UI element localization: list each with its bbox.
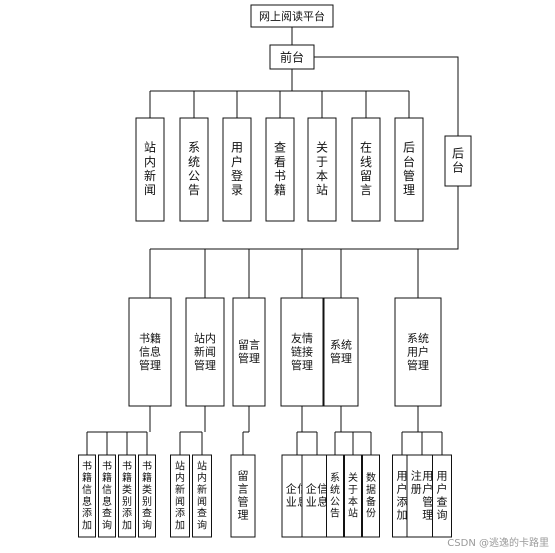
front-item-6-box	[394, 117, 424, 222]
leaf-4-2-box	[362, 454, 380, 538]
leaf-4-0-box	[326, 454, 344, 538]
leaf-1-1-label: 站内新闻查询	[197, 459, 207, 531]
module-3: 友情链接管理	[280, 297, 324, 407]
diagram-nodes: 网上阅读平台前台站内新闻站内新闻系统公告系统公告用户登录用户登录查看书籍查看书籍…	[78, 4, 472, 538]
front-item-1-label: 系统公告	[188, 141, 200, 197]
module-2-label: 留言管理	[238, 339, 260, 366]
front-item-3: 查看书籍查看书籍	[265, 117, 295, 222]
module-0-label: 书籍信息管理	[139, 331, 161, 372]
leaf-5-2: 用户查询用户查询	[432, 454, 452, 538]
leaf-0-1-box	[98, 454, 116, 538]
leaf-0-2-label: 书籍类别添加	[122, 460, 132, 531]
leaf-4-2-label: 数据备份	[366, 471, 376, 519]
front-item-4: 关于本站关于本站	[307, 117, 337, 222]
module-5-box	[394, 297, 442, 407]
front-item-5-box	[351, 117, 381, 222]
leaf-4-0-label: 系统公告	[330, 472, 340, 519]
leaf-1-0-box	[170, 454, 190, 538]
module-2-box	[232, 297, 266, 407]
front-item-5-label: 在线留言	[360, 141, 372, 197]
leaf-0-1: 书籍信息查询书籍信息查询	[98, 454, 116, 538]
front-item-1: 系统公告系统公告	[179, 117, 209, 222]
back-node-box	[444, 135, 472, 187]
front-item-3-box	[265, 117, 295, 222]
diagram-connectors	[86, 27, 459, 455]
leaf-4-1-label: 关于本站	[348, 471, 358, 519]
leaf-5-2-label: 用户查询	[437, 470, 448, 522]
leaf-1-0: 站内新闻添加站内新闻添加	[170, 454, 190, 538]
front-item-3-label: 查看书籍	[274, 141, 286, 197]
front-item-6-label: 后台管理	[403, 141, 415, 197]
back-node: 后台后台	[444, 135, 472, 187]
watermark: CSDN @逃逸的卡路里	[447, 538, 549, 549]
leaf-5-1-label: 注册用户管理	[411, 469, 434, 522]
module-3-label: 友情链接管理	[291, 331, 313, 372]
front-item-0-label: 站内新闻	[144, 141, 156, 197]
back-to-module-bus	[150, 186, 459, 250]
root-node-label: 网上阅读平台	[259, 9, 325, 23]
leaf-1-0-label: 站内新闻添加	[175, 459, 185, 531]
module-0: 书籍信息管理	[128, 297, 172, 407]
module-5-label: 系统用户管理	[407, 332, 429, 372]
module-2: 留言管理	[232, 297, 266, 407]
leaf-4-2: 数据备份数据备份	[362, 454, 380, 538]
module-4-box	[323, 297, 359, 407]
leaf-0-3: 书籍类别查询书籍类别查询	[138, 454, 156, 538]
leaf-0-2-box	[118, 454, 136, 538]
module-1-box	[185, 297, 225, 407]
front-item-0: 站内新闻站内新闻	[135, 117, 165, 222]
leaf-0-2: 书籍类别添加书籍类别添加	[118, 454, 136, 538]
root-node-box	[250, 4, 334, 28]
front-item-2-label: 用户登录	[231, 141, 243, 197]
module-4-label: 系统管理	[330, 339, 352, 366]
leaf-3-1-label: 企业信息	[306, 482, 329, 509]
front-item-2: 用户登录用户登录	[222, 117, 252, 222]
leaf-5-2-box	[432, 454, 452, 538]
leaf-0-3-label: 书籍类别查询	[142, 460, 152, 531]
front-node-label: 前台	[280, 49, 304, 64]
module-5: 系统用户管理	[394, 297, 442, 407]
front-to-back	[314, 56, 459, 136]
leaf-4-0: 系统公告系统公告	[326, 454, 344, 538]
leaf-5-0-label: 用户添加	[397, 470, 408, 522]
module-1-label: 站内新闻管理	[194, 331, 216, 372]
leaf-1-1-box	[192, 454, 212, 538]
front-item-5: 在线留言在线留言	[351, 117, 381, 222]
front-item-4-label: 关于本站	[316, 141, 328, 197]
leaf-0-0-label: 书籍信息添加	[82, 460, 92, 531]
back-node-label: 后台	[452, 146, 464, 174]
leaf-4-1: 关于本站关于本站	[344, 454, 362, 538]
module-3-box	[280, 297, 324, 407]
leaf-0-0-box	[78, 454, 96, 538]
front-item-2-box	[222, 117, 252, 222]
leaf-0-3-box	[138, 454, 156, 538]
module-0-box	[128, 297, 172, 407]
leaf-0-0: 书籍信息添加书籍信息添加	[78, 454, 96, 538]
front-item-6: 后台管理后台管理	[394, 117, 424, 222]
front-node-box	[269, 44, 315, 70]
leaf-1-1: 站内新闻查询站内新闻查询	[192, 454, 212, 538]
front-item-1-box	[179, 117, 209, 222]
front-node: 前台	[269, 44, 315, 70]
leaf-0-1-label: 书籍信息查询	[102, 460, 112, 531]
front-item-4-box	[307, 117, 337, 222]
leaf-2-0-label: 留言管理	[238, 470, 249, 522]
root-node: 网上阅读平台	[250, 4, 334, 28]
module-1: 站内新闻管理	[185, 297, 225, 407]
leaf-2-0: 留言管理留言管理	[230, 454, 256, 538]
front-item-0-box	[135, 117, 165, 222]
module-4: 系统管理	[323, 297, 359, 407]
leaf-2-0-box	[230, 454, 256, 538]
leaf-4-1-box	[344, 454, 362, 538]
